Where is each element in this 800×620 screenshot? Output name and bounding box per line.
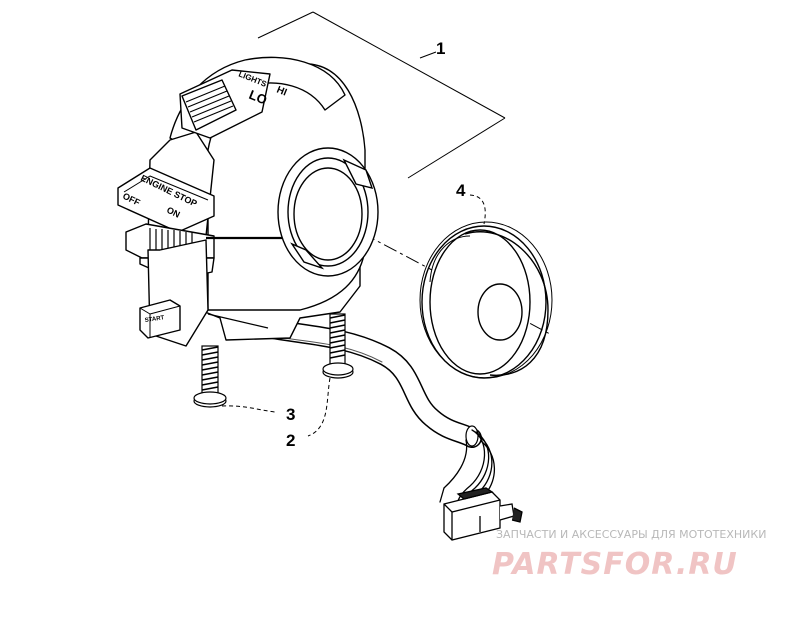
rubber-grommet <box>419 221 553 379</box>
assembly-bracket <box>257 11 506 179</box>
wire-connector <box>443 487 523 541</box>
callout-4: 4 <box>456 181 466 200</box>
screw-3 <box>193 345 227 408</box>
lo-label: LO <box>247 87 269 108</box>
callout-3: 3 <box>286 405 295 424</box>
screw-2 <box>322 313 354 379</box>
handlebar-bore <box>277 147 379 277</box>
hi-label: HI <box>275 85 289 99</box>
watermark-tagline: ЗАПЧАСТИ И АКСЕССУАРЫ ДЛЯ МОТОТЕХНИКИ <box>496 528 766 541</box>
callout-2: 2 <box>286 431 295 450</box>
callout-1: 1 <box>436 39 445 58</box>
watermark-logo: PARTSFOR.RU <box>492 547 738 582</box>
wire-harness <box>258 318 496 511</box>
start-button-label: START <box>144 315 165 324</box>
callout-leaders <box>221 194 486 437</box>
